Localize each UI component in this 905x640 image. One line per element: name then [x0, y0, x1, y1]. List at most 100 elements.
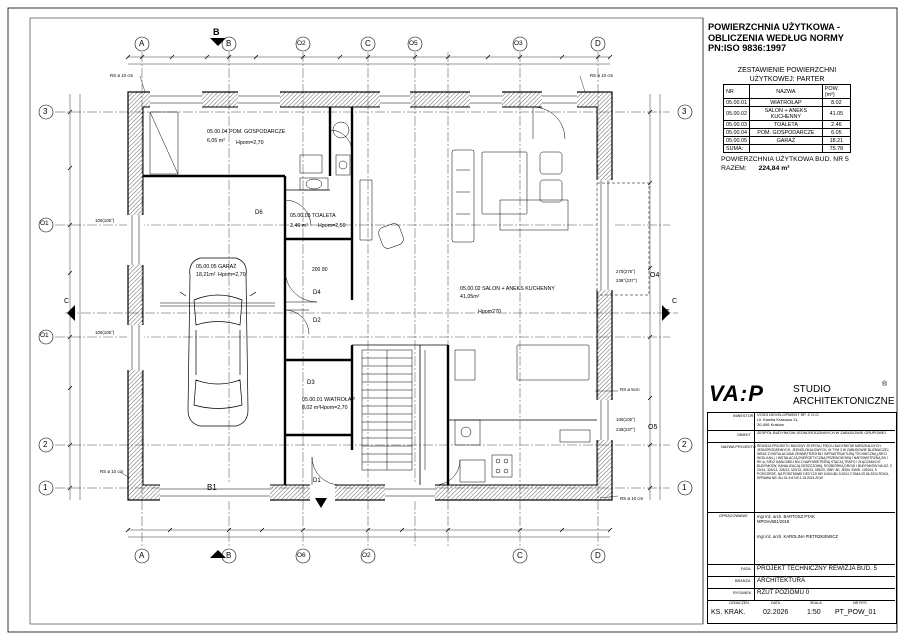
- axis-left-o1b: O1: [40, 332, 49, 339]
- dimension-lines: [67, 54, 661, 538]
- door-dim-80: 80: [322, 267, 328, 273]
- axis-top-o5: O5: [409, 40, 418, 47]
- footer-value-oznaczenie: KS. KRAK.: [711, 609, 746, 616]
- cell-pow: 41.05: [821, 106, 852, 121]
- col-pow: POW. (m²): [821, 84, 852, 99]
- obiekt-value: ZESPÓŁ BUDYNKÓW JEDNORODZINNYCH W ZABUDO…: [757, 431, 887, 435]
- rs-bottom-right: RS ø 10 cm: [620, 496, 644, 501]
- col-nr: NR: [723, 84, 750, 99]
- furniture: [149, 111, 591, 483]
- rs-leaders: [119, 75, 619, 499]
- projekt-label: NAZWA PROJEKTU: [721, 445, 756, 449]
- axis-left-c: C: [64, 298, 70, 305]
- terrace-outline: [596, 182, 650, 296]
- cell-pow: 2.46: [821, 120, 852, 129]
- room-salon-height: Hpom270: [478, 309, 501, 315]
- axis-bottom-a: A: [139, 551, 145, 560]
- wall-openings: [127, 91, 613, 501]
- faza-value: PROJEKT TECHNICZNY REWIZJA BUD. 5: [757, 565, 877, 572]
- section-c-left: C: [70, 308, 76, 317]
- room-gosp-height: Hpom=2,70: [236, 140, 264, 146]
- axis-right-o5: O5: [648, 424, 658, 431]
- area-header-line2: OBLICZENIA WEDŁUG NORMY: [708, 32, 844, 43]
- axis-bottom-o6: O6: [297, 552, 306, 559]
- staircase: [361, 349, 426, 471]
- table-row: 05.00.01 WIATROŁAP 8.02: [723, 98, 852, 107]
- dim-left-1: 100(105°): [95, 218, 115, 223]
- footer-label-data: DATA: [771, 601, 781, 605]
- room-salon-area: 41,05m²: [460, 294, 480, 300]
- footer-value-data: 02.2026: [763, 609, 789, 616]
- axis-top-a: A: [139, 39, 145, 48]
- rysunek-label: RYSUNEK: [733, 591, 752, 595]
- col-nazwa: NAZWA: [748, 84, 823, 99]
- footer-value-nr: PT_POW_01: [835, 609, 877, 616]
- cell-pow: 8.02: [821, 98, 852, 107]
- room-gosp-area: 6,05 m²: [207, 138, 225, 144]
- area-header-line1: POWIERZCHNIA UŻYTKOWA -: [708, 22, 841, 32]
- dim-right-2: 238°(237°): [616, 278, 638, 283]
- room-garaz-name: 05.00.05 GARAŻ: [196, 264, 237, 270]
- axis-left-1: 1: [43, 483, 48, 492]
- logo-mark: VA:P: [709, 381, 764, 406]
- cell-nr: 05.00.03: [723, 120, 750, 129]
- area-header: POWIERZCHNIA UŻYTKOWA - OBLICZENIA WEDŁU…: [708, 22, 898, 54]
- dim-right-1: 270(275°): [616, 269, 636, 274]
- room-garaz-height: Hpom=2,70: [218, 272, 246, 278]
- car-outline: [179, 257, 257, 427]
- axis-bubbles: [38, 36, 693, 564]
- area-table-head: NR NAZWA POW. (m²): [723, 84, 852, 99]
- cell-nazwa: GARAŻ: [748, 136, 823, 145]
- studio-name-line2: ARCHITEKTONICZNE: [793, 396, 895, 407]
- room-wiatrolap-name: 05.00.01 WIATROŁAP: [302, 397, 355, 403]
- door-tag-d1: D1: [313, 478, 321, 484]
- axis-bottom-d: D: [595, 551, 601, 560]
- axis-grid: [55, 52, 678, 548]
- branza-label: BRANŻA: [735, 579, 751, 583]
- room-gosp-name: 05.00.04 POM. GOSPODARCZE: [207, 129, 286, 135]
- sum-label: SUMA:: [723, 144, 750, 153]
- room-toaleta-name: 05.00.03 TOALETA: [290, 213, 336, 219]
- door-tag-d3: D3: [307, 380, 315, 386]
- axis-top-o3: O3: [514, 40, 523, 47]
- footer-label-skala: SKALA: [810, 601, 822, 605]
- dim-right-4: 235(237°): [616, 427, 636, 432]
- registered-mark: ®: [882, 381, 888, 388]
- room-salon-name: 05.00.02 SALON + ANEKS KUCHENNY: [460, 286, 555, 292]
- axis-top-b: B: [226, 39, 232, 48]
- rs-top-right: RS ø 10 cm: [590, 73, 614, 78]
- total-area: POWIERZCHNIA UŻYTKOWA BUD. NR 5 RAZEM: 2…: [721, 156, 849, 172]
- table-row: 05.00.02 SALON + ANEKS KUCHENNY 41.05: [723, 106, 852, 121]
- studio-name-line1: STUDIO: [793, 384, 831, 395]
- table-row: 05.00.04 POM. GOSPODARCZE 6.05: [723, 128, 852, 137]
- cell-nazwa: POM. GOSPODARCZE: [748, 128, 823, 137]
- axis-right-o4: O4: [650, 272, 660, 279]
- faza-label: FAZA: [741, 567, 751, 571]
- room-toaleta-height: Hpom=2,50: [318, 223, 346, 229]
- axis-left-2: 2: [43, 440, 48, 449]
- section-c-right: C: [664, 308, 670, 317]
- room-wiatrolap-height: Hpom=2,70: [320, 405, 348, 411]
- table-row: 05.00.05 GARAŻ 18.21: [723, 136, 852, 145]
- rysunek-value: RZUT POZIOMU 0: [757, 589, 810, 596]
- title-block: INWESTOR VOSS DEVELOPMENT SP. Z O.O. Ul.…: [707, 412, 897, 624]
- door-tag-d5: D6: [255, 210, 263, 216]
- door-tag-d4: D4: [313, 290, 321, 296]
- rs-bottom-left: RS ø 10 cm: [100, 469, 124, 474]
- cell-nazwa: WIATROŁAP: [748, 98, 823, 107]
- cell-nr: 05.00.04: [723, 128, 750, 137]
- interior-walls: [143, 107, 450, 485]
- room-toaleta-area: 2,46 m²: [290, 223, 308, 229]
- axis-right-c: C: [672, 298, 678, 305]
- door-swings: [284, 106, 566, 486]
- footer-label-nr: NR RYS.: [853, 601, 868, 605]
- total-value: 224,84 m²: [758, 165, 790, 172]
- room-wiatrolap-area: 8,02 m²: [302, 405, 320, 411]
- footer-label-oznaczenie: OZNACZEN.: [729, 601, 750, 605]
- cell-nr: 05.00.05: [723, 136, 750, 145]
- section-markers: [67, 38, 670, 558]
- section-b-top: B: [213, 27, 220, 37]
- axis-bottom-o2: O2: [362, 552, 371, 559]
- cell-pow: 18.21: [821, 136, 852, 145]
